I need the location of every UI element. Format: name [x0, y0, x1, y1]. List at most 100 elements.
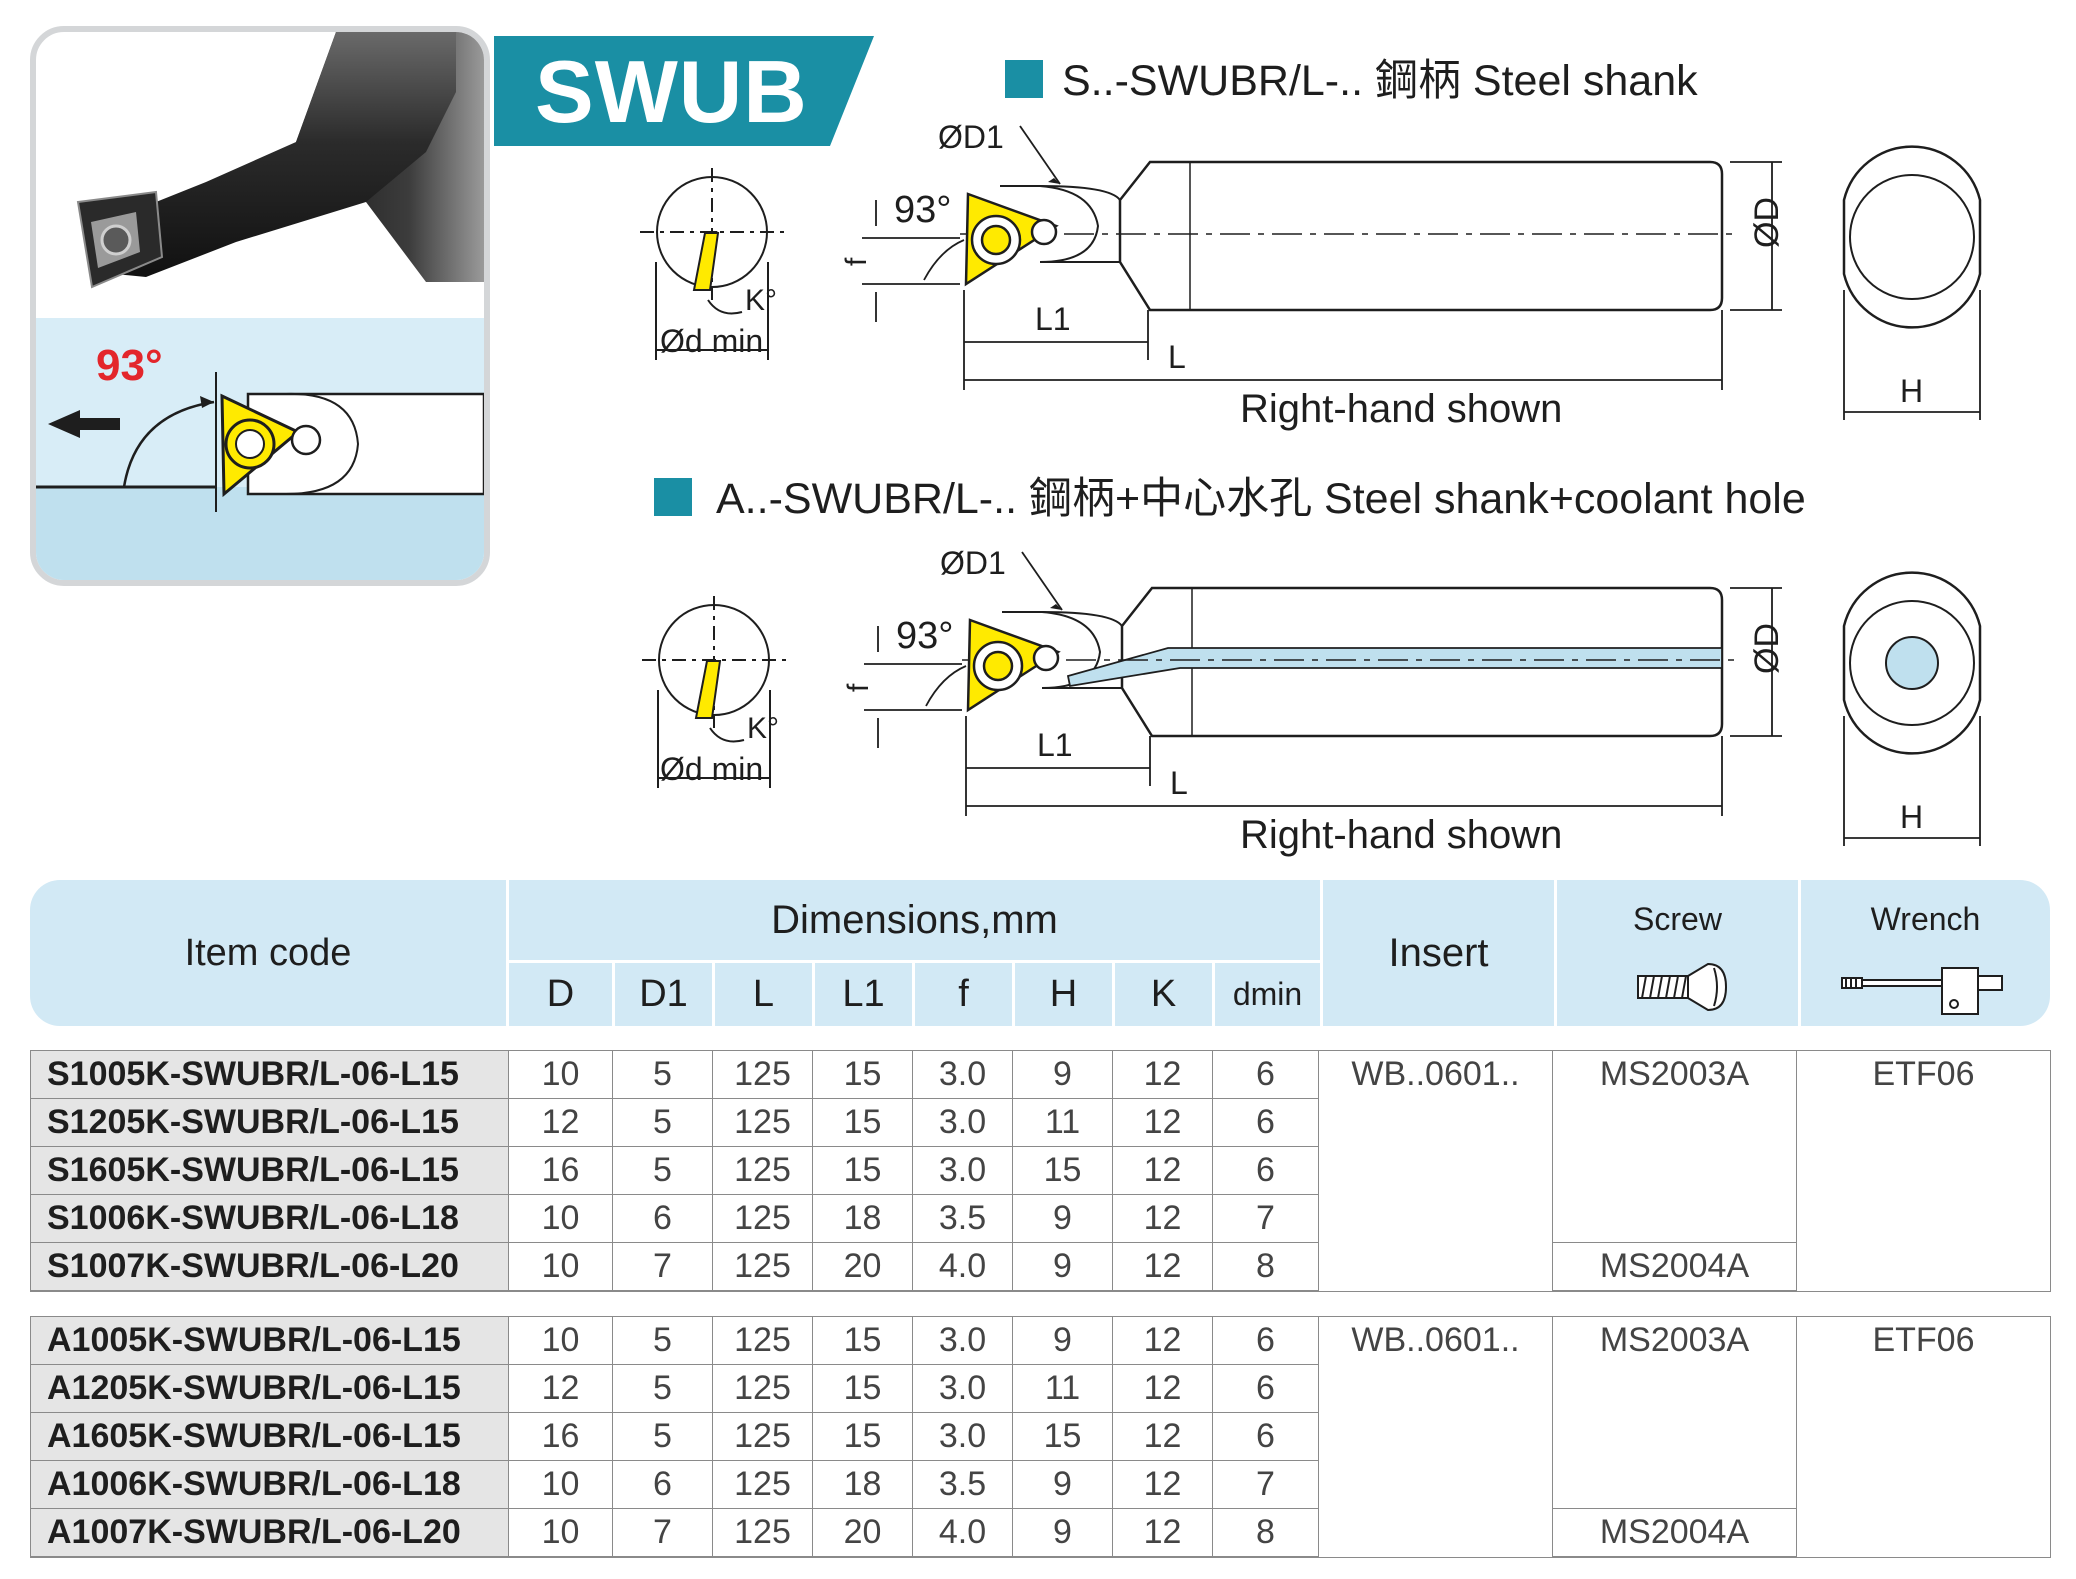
cell-l: 125	[712, 1316, 813, 1365]
cell-d1: 7	[612, 1242, 713, 1292]
cell-d: 10	[508, 1050, 613, 1099]
cell-f: 3.0	[912, 1146, 1013, 1195]
cell-dmin: 8	[1212, 1242, 1319, 1292]
cell-dmin: 8	[1212, 1508, 1319, 1558]
item-code-cell: S1006K-SWUBR/L-06-L18	[30, 1194, 509, 1243]
insert-cell: WB..0601..	[1318, 1050, 1553, 1292]
cell-h: 11	[1012, 1364, 1113, 1413]
cell-k: 12	[1112, 1412, 1213, 1461]
cell-f: 3.0	[912, 1316, 1013, 1365]
shank-end-view-2	[1842, 571, 1982, 846]
cell-k: 12	[1112, 1364, 1213, 1413]
item-code-cell: A1605K-SWUBR/L-06-L15	[30, 1412, 509, 1461]
cell-dmin: 6	[1212, 1316, 1319, 1365]
cell-d: 12	[508, 1364, 613, 1413]
d-label-2: ØD	[1748, 623, 1786, 674]
cell-l: 125	[712, 1194, 813, 1243]
cell-k: 12	[1112, 1098, 1213, 1147]
cell-l1: 15	[812, 1364, 913, 1413]
cell-l1: 15	[812, 1050, 913, 1099]
header-col-f: f	[958, 973, 969, 1015]
l-label-2: L	[1170, 765, 1188, 801]
item-code-cell: S1005K-SWUBR/L-06-L15	[30, 1050, 509, 1099]
cell-f: 4.0	[912, 1242, 1013, 1292]
cell-k: 12	[1112, 1242, 1213, 1292]
header-dimensions: Dimensions,mm	[771, 897, 1058, 942]
wrench-cell: ETF06	[1796, 1316, 2051, 1558]
table-row: S1007K-SWUBR/L-06-L20 10 7 125 20 4.0 9 …	[30, 1242, 2051, 1292]
cell-k: 12	[1112, 1194, 1213, 1243]
header-col-l1: L1	[842, 973, 885, 1015]
table-row: A1005K-SWUBR/L-06-L15 10 5 125 15 3.0 9 …	[30, 1316, 2051, 1558]
cell-d1: 6	[612, 1460, 713, 1509]
cell-f: 3.0	[912, 1098, 1013, 1147]
cell-d: 16	[508, 1412, 613, 1461]
cell-l: 125	[712, 1050, 813, 1099]
cell-d1: 5	[612, 1364, 713, 1413]
insert-icon	[220, 393, 322, 498]
boring-bar-photo	[76, 32, 484, 289]
l-label-1: L	[1168, 339, 1186, 375]
cell-f: 3.5	[912, 1194, 1013, 1243]
cell-d1: 5	[612, 1146, 713, 1195]
cell-l1: 20	[812, 1242, 913, 1292]
section-marker-coolant-hole	[654, 478, 692, 516]
cell-k: 12	[1112, 1146, 1213, 1195]
shank-end-view-1	[1842, 145, 1982, 420]
item-code-cell: A1005K-SWUBR/L-06-L15	[30, 1316, 509, 1365]
insert-drawing-2	[966, 618, 1061, 713]
cell-k: 12	[1112, 1050, 1213, 1099]
screw-icon	[1637, 962, 1728, 1012]
cell-h: 15	[1012, 1412, 1113, 1461]
bore-section-view-1	[640, 168, 784, 360]
drawing-steel-shank: K° Ød min	[640, 119, 1982, 420]
item-code-cell: S1605K-SWUBR/L-06-L15	[30, 1146, 509, 1195]
cell-d1: 5	[612, 1412, 713, 1461]
angle-label-2: 93°	[896, 615, 953, 657]
cell-dmin: 7	[1212, 1460, 1319, 1509]
cell-l1: 18	[812, 1194, 913, 1243]
table-row: S1005K-SWUBR/L-06-L15 10 5 125 15 3.0 9 …	[30, 1050, 2051, 1292]
header-col-h: H	[1049, 973, 1078, 1015]
insert-drawing-1	[964, 192, 1059, 287]
cell-f: 3.0	[912, 1412, 1013, 1461]
item-code-cell: A1205K-SWUBR/L-06-L15	[30, 1364, 509, 1413]
photo-angle-label: 93°	[96, 341, 163, 390]
cell-h: 9	[1012, 1316, 1113, 1365]
f-label-2: f	[842, 683, 875, 692]
table-row: A1007K-SWUBR/L-06-L20 10 7 125 20 4.0 9 …	[30, 1508, 2051, 1558]
header-col-k: K	[1150, 973, 1177, 1015]
cell-dmin: 6	[1212, 1146, 1319, 1195]
cell-l: 125	[712, 1098, 813, 1147]
insert-cell: WB..0601..	[1318, 1316, 1553, 1558]
cell-d1: 5	[612, 1098, 713, 1147]
feed-arrow-icon	[48, 410, 120, 438]
cell-h: 9	[1012, 1242, 1113, 1292]
table-row: S1205K-SWUBR/L-06-L15 12 5 125 15 3.0 11…	[30, 1098, 2051, 1147]
h-label-1: H	[1900, 373, 1923, 409]
item-code-cell: A1006K-SWUBR/L-06-L18	[30, 1460, 509, 1509]
screw-cell: MS2004A	[1552, 1242, 1797, 1292]
cell-l: 125	[712, 1242, 813, 1292]
section-marker-steel-shank	[1005, 60, 1043, 98]
cell-l1: 15	[812, 1316, 913, 1365]
table-row: A1605K-SWUBR/L-06-L15 16 5 125 15 3.0 15…	[30, 1412, 2051, 1461]
angle-label-1: 93°	[894, 189, 951, 231]
section-title-steel-shank: S..-SWUBR/L-.. 鋼柄 Steel shank	[1062, 57, 1698, 105]
cell-l: 125	[712, 1508, 813, 1558]
boring-bar-side-view-1	[960, 160, 1740, 312]
d1-label-2: ØD1	[940, 545, 1006, 581]
cell-l1: 18	[812, 1460, 913, 1509]
header-wrench: Wrench	[1870, 900, 1981, 937]
dmin-label-2: Ød min	[660, 751, 763, 787]
page-title: SWUB	[535, 42, 808, 141]
cell-d: 10	[508, 1242, 613, 1292]
coolant-channel	[962, 647, 1740, 688]
table-row: S1605K-SWUBR/L-06-L15 16 5 125 15 3.0 15…	[30, 1146, 2051, 1195]
cell-h: 9	[1012, 1050, 1113, 1099]
header-col-d: D	[546, 973, 575, 1015]
title-banner	[494, 36, 874, 146]
cell-d1: 5	[612, 1316, 713, 1365]
cell-l1: 20	[812, 1508, 913, 1558]
header-item-code: Item code	[184, 931, 352, 974]
